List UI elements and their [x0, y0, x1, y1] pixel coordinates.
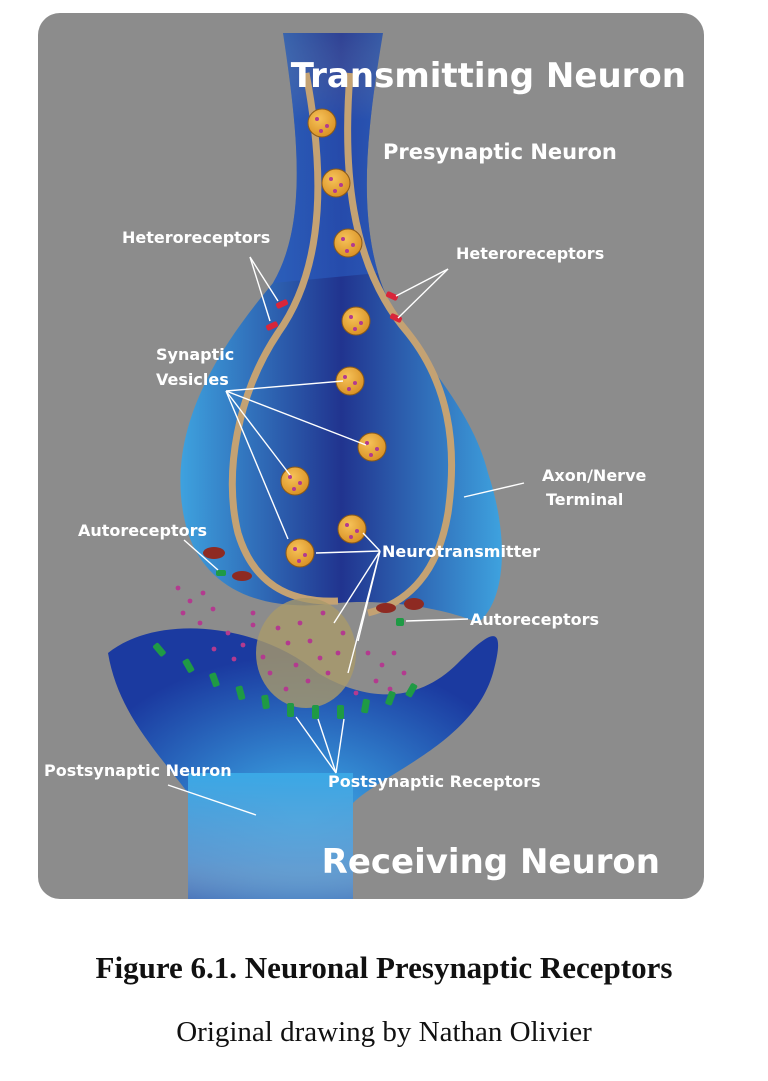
receiving-neuron-title: Receiving Neuron — [322, 842, 660, 882]
synaptic-vesicles — [280, 108, 387, 568]
neurotransmitter-dots — [175, 585, 407, 696]
autoreceptors-left-label: Autoreceptors — [78, 521, 207, 540]
neurotransmitter-label: Neurotransmitter — [382, 542, 540, 561]
heteroreceptors-left-label: Heteroreceptors — [122, 228, 270, 247]
leader-lines — [167, 256, 525, 816]
axon-terminal-label-line1: Axon/Nerve — [542, 466, 646, 485]
figure-caption-credit: Original drawing by Nathan Olivier — [176, 1016, 592, 1048]
neurotransmitter-cloud — [256, 598, 356, 708]
postsynaptic-neuron-shape — [108, 628, 499, 899]
heteroreceptors-left — [265, 299, 289, 331]
figure-caption-title: Figure 6.1. Neuronal Presynaptic Recepto… — [95, 950, 673, 985]
postsynaptic-receptors — [153, 642, 418, 719]
transmitting-neuron-title: Transmitting Neuron — [291, 56, 686, 96]
postsynaptic-neuron-label: Postsynaptic Neuron — [44, 761, 232, 780]
heteroreceptors-right — [385, 291, 403, 323]
presynaptic-neuron-label: Presynaptic Neuron — [383, 140, 617, 164]
axon-terminal-label-line2: Terminal — [546, 490, 623, 509]
heteroreceptors-right-label: Heteroreceptors — [456, 244, 604, 263]
postsynaptic-receptors-label: Postsynaptic Receptors — [328, 772, 541, 791]
autoreceptors-right-label: Autoreceptors — [470, 610, 599, 629]
synaptic-vesicles-label-line1: Synaptic — [156, 345, 234, 364]
autoreceptors-presynaptic — [203, 547, 424, 626]
synaptic-vesicles-label-line2: Vesicles — [156, 370, 229, 389]
diagram-panel: Transmitting Neuron Presynaptic Neuron H… — [38, 13, 704, 899]
